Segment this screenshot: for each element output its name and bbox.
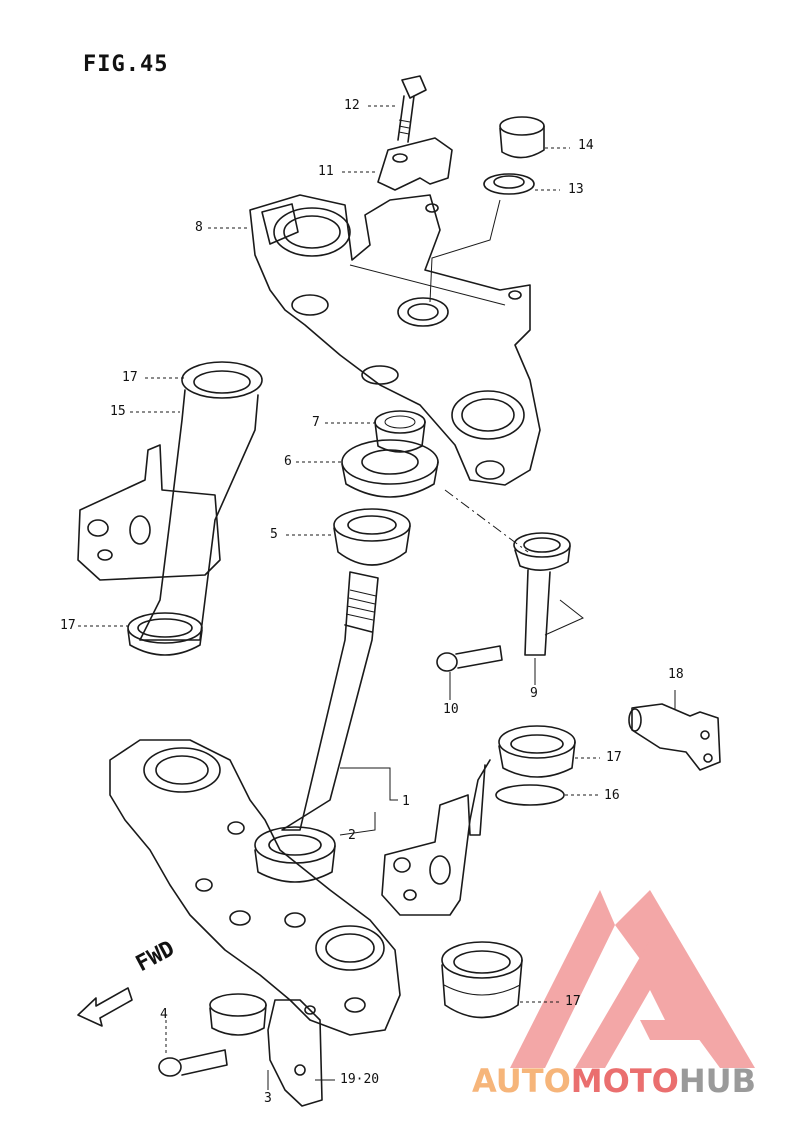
bolt-12 [397,75,427,143]
sensor-18 [628,703,721,771]
callout-13: 13 [568,182,584,197]
callout-16: 16 [604,788,620,803]
figure-title: FIG.45 [83,52,169,77]
callout-7: 7 [312,415,320,430]
callout-19-20: 19·20 [340,1072,380,1087]
guide-9 [513,532,584,656]
callout-17-left: 17 [60,618,76,633]
watermark-moto: MOTO [570,1062,679,1100]
callout-17-lower-right: 17 [565,994,581,1009]
callout-9: 9 [530,686,538,701]
bracket-19 [209,993,323,1107]
fork-cover-16 [381,725,576,916]
leader-lines [78,105,676,1090]
callout-12: 12 [344,98,360,113]
callout-2: 2 [348,828,356,843]
callout-8: 8 [195,220,203,235]
callout-5: 5 [270,527,278,542]
callout-3: 3 [264,1091,272,1106]
watermark-auto: AUTO [472,1062,571,1100]
callout-6: 6 [284,454,292,469]
callout-10: 10 [443,702,459,717]
callout-4: 4 [160,1007,168,1022]
callout-18: 18 [668,667,684,682]
cap-14 [499,116,545,159]
seal-17-lower-right [441,941,523,1019]
bolt-4 [158,1049,228,1077]
watermark-logo-icon [510,890,755,1068]
nut-7 [374,410,426,453]
fork-cover-15 [77,361,263,656]
watermark-text: AUTOMOTOHUB [472,1062,756,1100]
bolt-10 [436,645,503,672]
washer-13 [483,173,535,195]
washer-6 [341,439,439,498]
steering-stem-1 [281,571,379,831]
forward-arrow-icon [77,987,133,1027]
callout-1: 1 [402,794,410,809]
watermark-hub: HUB [678,1062,757,1100]
callout-14: 14 [578,138,594,153]
upper-bracket-8 [249,194,541,486]
handlebar-clamp-11 [377,137,453,191]
callout-17-right: 17 [606,750,622,765]
callout-15: 15 [110,404,126,419]
callout-11: 11 [318,164,334,179]
bearing-5 [333,508,411,566]
callout-17-top-left: 17 [122,370,138,385]
lower-triple-clamp [109,739,401,1036]
